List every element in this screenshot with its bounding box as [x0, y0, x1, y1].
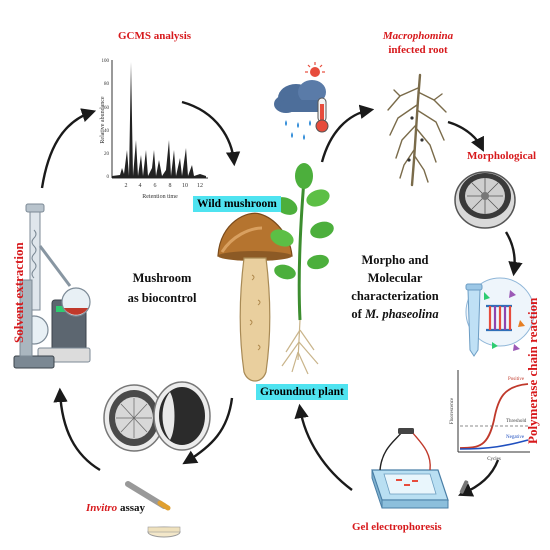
arrow-gel-to-plant	[294, 403, 353, 491]
macrophomina-label: Macrophomina	[382, 30, 454, 42]
morpho-line1: Morpho and	[361, 253, 429, 267]
morphological-label: Morphological	[467, 150, 537, 162]
gel-electrophoresis-icon	[371, 428, 469, 509]
mushroom-biocontrol-line2: as biocontrol	[127, 291, 197, 305]
pcr-positive-label: Positive	[508, 377, 525, 382]
gcms-xtick: 4	[139, 183, 142, 189]
gcms-xtick: 2	[125, 183, 128, 189]
infected-root-icon	[387, 73, 447, 187]
petri-dish-icon	[454, 171, 516, 229]
gcms-ytick: 60	[104, 106, 110, 111]
arrow-plant-to-root	[320, 104, 375, 163]
gcms-ytick: 80	[104, 82, 110, 87]
morpho-line2: Molecular	[367, 271, 423, 285]
invitro-rest: assay	[117, 502, 145, 514]
arrow-gcms-to-mushroom	[181, 100, 241, 167]
gcms-xlabel: Retention time	[142, 194, 178, 200]
mushroom-biocontrol-line1: Mushroom	[132, 271, 192, 285]
morpho-line4: of M. phaseolina	[340, 306, 450, 323]
arrow-petri-to-pcr	[504, 231, 523, 277]
gcms-ytick: 20	[104, 152, 110, 157]
groundnut-plant-tag: Groundnut plant	[256, 384, 348, 400]
dual-culture-plates-icon	[103, 381, 211, 538]
gcms-ylabel: Relative abundance	[100, 96, 106, 143]
morpho-line4-species: M. phaseolina	[364, 307, 439, 321]
gcms-analysis-label: GCMS analysis	[118, 30, 192, 42]
groundnut-plant-icon	[270, 163, 334, 375]
gcms-ytick: 0	[107, 175, 110, 180]
infected-root-label: infected root	[388, 44, 448, 56]
pcr-tube-icon	[465, 277, 535, 357]
gel-electrophoresis-label: Gel electrophoresis	[352, 521, 442, 533]
gcms-xtick: 12	[197, 183, 203, 189]
gcms-xtick: 8	[169, 183, 172, 189]
pcr-label: Polymerase chain reaction	[525, 297, 540, 444]
morpho-line4-prefix: of	[351, 307, 365, 321]
pcr-xlabel: Cycles	[487, 457, 501, 462]
arrow-mushroom-to-invitro	[182, 397, 234, 465]
arrow-pcr-to-gel	[458, 459, 500, 497]
gcms-xtick: 10	[182, 183, 188, 189]
arrow-root-to-morphological	[447, 120, 484, 152]
pcr-negative-label: Negative	[506, 435, 525, 440]
gcms-ytick: 100	[102, 59, 110, 64]
morpho-line3: characterization	[351, 289, 439, 303]
gcms-xtick: 6	[154, 183, 157, 189]
pcr-threshold-label: Threshold	[506, 419, 527, 424]
solvent-extraction-label: Solvent extraction	[11, 242, 26, 343]
pcr-amplification-plot: Positive Threshold Negative Cycles Fluor…	[450, 370, 530, 462]
pcr-ylabel: Fluorescence	[450, 397, 455, 424]
arrow-solvent-to-gcms	[40, 108, 97, 189]
arrow-invitro-to-solvent	[53, 387, 101, 472]
invitro-italic: Invitro	[86, 502, 118, 514]
invitro-assay-label: Invitro assay	[86, 502, 145, 514]
rotary-evaporator-icon	[13, 203, 91, 369]
gcms-chromatogram: Relative abundance Retention time 2 4 6 …	[100, 59, 208, 200]
rain-cloud-thermometer-icon	[274, 62, 329, 140]
gcms-ytick: 40	[104, 129, 110, 134]
wild-mushroom-tag: Wild mushroom	[193, 196, 281, 212]
mushroom-icon	[217, 212, 293, 382]
